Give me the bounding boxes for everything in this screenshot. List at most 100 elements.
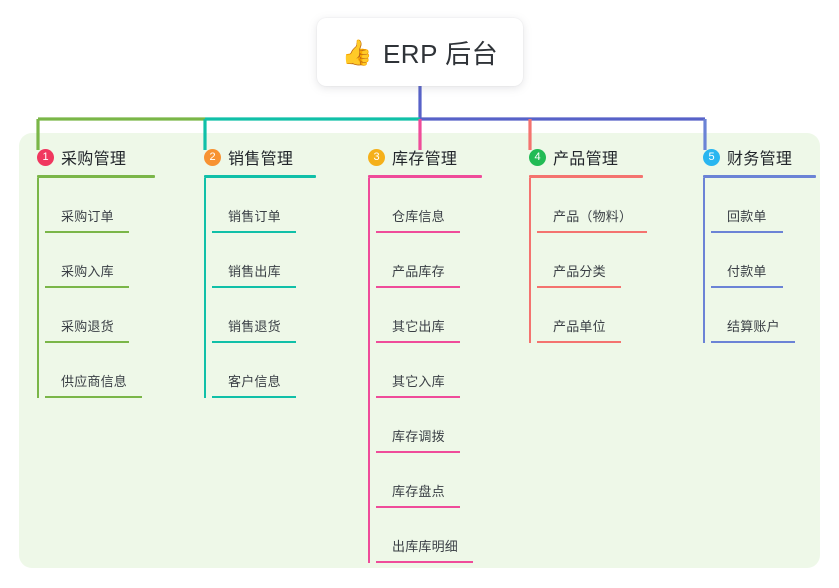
list-item[interactable]: 回款单 [703,178,816,233]
thumbs-up-icon: 👍 [341,38,373,67]
column-title: 采购管理 [61,151,127,168]
item-underline [45,341,129,343]
item-underline [212,341,296,343]
column-title: 财务管理 [727,151,793,168]
item-label: 产品库存 [392,264,445,279]
item-connector [529,178,531,233]
item-underline [711,231,783,233]
column-header[interactable]: 4 产品管理 [529,146,643,168]
list-item[interactable]: 结算账户 [703,288,816,343]
list-item[interactable]: 销售订单 [204,178,316,233]
item-label: 结算账户 [727,319,780,334]
item-underline [45,231,129,233]
column-items: 销售订单销售出库销售退货客户信息 [204,178,316,398]
item-label: 仓库信息 [392,209,445,224]
column-header[interactable]: 5 财务管理 [703,146,816,168]
item-connector [703,288,705,343]
column-title: 销售管理 [228,151,294,168]
item-label: 采购退货 [61,319,114,334]
item-connector [703,233,705,288]
item-underline [45,396,142,398]
item-connector [368,233,370,288]
list-item[interactable]: 其它出库 [368,288,482,343]
item-underline [376,341,460,343]
column-number-badge: 4 [529,148,546,166]
column-underline [37,175,155,178]
column-underline [368,175,482,178]
column-number-badge: 5 [703,148,720,166]
item-underline [212,231,296,233]
column-采购管理: 1 采购管理采购订单采购入库采购退货供应商信息 [37,146,155,398]
item-label: 采购订单 [61,209,114,224]
item-underline [376,451,460,453]
item-connector [529,233,531,288]
item-connector [368,178,370,233]
list-item[interactable]: 采购订单 [37,178,155,233]
column-title: 产品管理 [553,151,619,168]
list-item[interactable]: 产品库存 [368,233,482,288]
list-item[interactable]: 出库库明细 [368,508,482,563]
list-item[interactable]: 销售出库 [204,233,316,288]
list-item[interactable]: 产品分类 [529,233,643,288]
item-label: 销售订单 [228,209,281,224]
item-label: 供应商信息 [61,374,128,389]
list-item[interactable]: 产品（物料） [529,178,647,233]
column-财务管理: 5 财务管理回款单付款单结算账户 [703,146,816,343]
item-label: 产品分类 [553,264,606,279]
list-item[interactable]: 仓库信息 [368,178,482,233]
item-label: 其它入库 [392,374,445,389]
column-title: 库存管理 [392,151,458,168]
item-label: 其它出库 [392,319,445,334]
item-label: 付款单 [727,264,767,279]
item-underline [711,341,795,343]
item-connector [37,343,39,398]
item-underline [537,286,621,288]
list-item[interactable]: 产品单位 [529,288,643,343]
item-connector [529,288,531,343]
root-node-card[interactable]: 👍 ERP 后台 [317,18,523,86]
item-connector [368,398,370,453]
column-underline [529,175,643,178]
column-number-badge: 1 [37,148,54,166]
item-label: 采购入库 [61,264,114,279]
list-item[interactable]: 库存盘点 [368,453,482,508]
item-underline [711,286,783,288]
item-underline [537,341,621,343]
list-item[interactable]: 销售退货 [204,288,316,343]
item-label: 销售出库 [228,264,281,279]
item-connector [368,453,370,508]
item-connector [368,343,370,398]
column-header[interactable]: 1 采购管理 [37,146,155,168]
item-connector [37,178,39,233]
list-item[interactable]: 其它入库 [368,343,482,398]
list-item[interactable]: 采购退货 [37,288,155,343]
item-connector [204,288,206,343]
item-label: 产品（物料） [553,209,633,224]
item-connector [204,343,206,398]
column-underline [204,175,316,178]
diagram-panel [19,133,820,568]
item-underline [212,286,296,288]
item-connector [37,233,39,288]
item-underline [376,231,460,233]
column-items: 仓库信息产品库存其它出库其它入库库存调拨库存盘点出库库明细 [368,178,482,563]
list-item[interactable]: 付款单 [703,233,816,288]
item-underline [45,286,129,288]
list-item[interactable]: 采购入库 [37,233,155,288]
column-items: 采购订单采购入库采购退货供应商信息 [37,178,155,398]
root-node-title: ERP 后台 [382,38,499,69]
list-item[interactable]: 库存调拨 [368,398,482,453]
item-connector [368,288,370,343]
item-underline [376,561,473,563]
column-产品管理: 4 产品管理产品（物料） 产品分类产品单位 [529,146,647,343]
item-underline [537,231,647,233]
item-connector [368,508,370,563]
item-label: 出库库明细 [392,539,459,554]
list-item[interactable]: 客户信息 [204,343,316,398]
item-underline [376,286,460,288]
list-item[interactable]: 供应商信息 [37,343,155,398]
item-label: 库存盘点 [392,484,445,499]
